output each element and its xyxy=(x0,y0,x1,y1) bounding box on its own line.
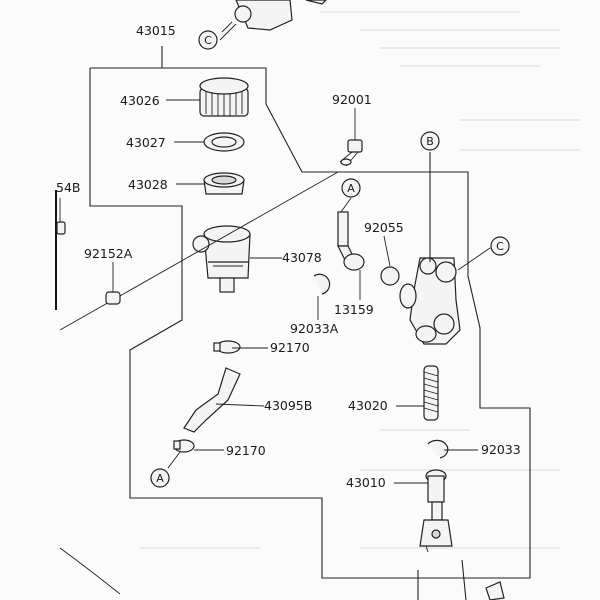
hose-clamp-lower xyxy=(173,439,195,453)
reference-marker-ref_b: B xyxy=(426,135,434,148)
part-label-p92170a: 92170 xyxy=(270,340,310,355)
part-label-p43010: 43010 xyxy=(346,475,386,490)
reservoir-group-frame xyxy=(89,67,531,579)
part-label-p43095B: 43095B xyxy=(264,398,312,413)
part-label-p92001: 92001 xyxy=(332,92,372,107)
part-label-p13159: 13159 xyxy=(334,302,374,317)
diaphragm-plate xyxy=(203,132,245,152)
part-label-p43028: 43028 xyxy=(128,177,168,192)
reservoir-hose xyxy=(183,367,241,433)
diaphragm xyxy=(203,172,245,195)
reference-markers xyxy=(150,30,510,488)
bottom-partial-parts xyxy=(59,547,505,600)
reference-marker-ref_c_right: C xyxy=(496,240,504,253)
hose-clamp-upper xyxy=(213,340,241,354)
part-label-p92033: 92033 xyxy=(481,442,521,457)
part-number-labels: 43015 43026 43027 43028 92001 54B 92152A 43078 9… xyxy=(56,23,521,490)
screw-54b xyxy=(56,221,66,235)
part-label-p43015: 43015 xyxy=(136,23,176,38)
part-label-p43020: 43020 xyxy=(348,398,388,413)
top-partial-part xyxy=(221,0,327,33)
reservoir xyxy=(192,225,251,293)
master-cylinder-body xyxy=(399,257,461,345)
part-label-p92055: 92055 xyxy=(364,220,404,235)
reference-marker-ref_a_upper: A xyxy=(347,182,355,195)
part-label-p43078: 43078 xyxy=(282,250,322,265)
part-label-p43026: 43026 xyxy=(120,93,160,108)
ref-circle-c-right xyxy=(490,236,510,256)
ref-circle-a-lower xyxy=(150,468,170,488)
part-label-p43027: 43027 xyxy=(126,135,166,150)
part-label-p92170b: 92170 xyxy=(226,443,266,458)
reference-marker-ref_c_top: C xyxy=(204,34,212,47)
reservoir-cap xyxy=(199,77,249,117)
leader-lines xyxy=(59,23,491,484)
circlip-lower xyxy=(427,439,449,459)
reference-marker-ref_a_lower: A xyxy=(156,472,164,485)
push-rod xyxy=(419,469,453,553)
bolt xyxy=(339,139,363,167)
part-label-p54B: 54B xyxy=(56,180,80,195)
reference-marker-texts: C A B C A xyxy=(156,34,504,485)
push-rod-spring xyxy=(423,365,439,421)
background-text xyxy=(140,11,580,549)
o-ring xyxy=(380,266,400,286)
collar xyxy=(105,291,121,305)
hose-fitting xyxy=(337,211,365,271)
ref-circle-c-top xyxy=(198,30,218,50)
ref-circle-b xyxy=(420,131,440,151)
circlip-upper xyxy=(313,273,331,295)
part-label-p92152A: 92152A xyxy=(84,246,133,261)
ref-circle-a-upper xyxy=(341,178,361,198)
part-label-p92033A: 92033A xyxy=(290,321,339,336)
